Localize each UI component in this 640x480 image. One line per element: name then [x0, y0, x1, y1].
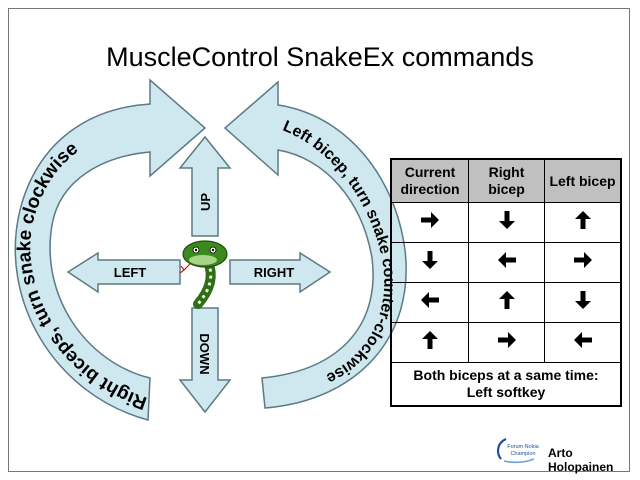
table-row	[390, 202, 622, 243]
logo-text-1: Forum Nokia	[507, 444, 539, 450]
counter-clockwise-arrow	[223, 80, 407, 409]
command-table: Current direction Right bicep Left bicep…	[390, 158, 622, 407]
snake-icon	[179, 240, 228, 309]
footer-line-2: Left softkey	[466, 384, 546, 400]
arrow-down-icon	[498, 211, 515, 229]
table-cell-left-bicep	[544, 322, 622, 363]
arrow-up-icon	[422, 331, 438, 349]
table-row	[390, 242, 622, 283]
table-cell-right-bicep	[468, 202, 545, 243]
down-arrow	[178, 307, 232, 414]
table-body	[390, 202, 622, 363]
clockwise-arrow	[14, 78, 207, 421]
right-arrow	[229, 251, 332, 294]
table-footer: Both biceps at a same time: Left softkey	[390, 362, 622, 407]
arrow-left-icon	[573, 332, 592, 348]
down-arrow-label: DOWN	[197, 333, 212, 374]
table-cell-left-bicep	[544, 282, 622, 323]
arrow-up-icon	[574, 211, 591, 229]
table-cell-left-bicep	[544, 242, 622, 283]
arrow-right-icon	[573, 252, 592, 268]
arrow-left-icon	[421, 292, 439, 308]
table-cell-right-bicep	[468, 242, 545, 283]
forum-nokia-champion-logo: Forum Nokia Champion	[496, 437, 540, 464]
left-arrow-label: LEFT	[114, 265, 147, 280]
table-cell-current	[390, 242, 469, 283]
table-cell-right-bicep	[468, 282, 545, 323]
right-arrow-label: RIGHT	[254, 265, 295, 280]
up-arrow	[178, 135, 232, 237]
arrow-up-icon	[498, 291, 515, 309]
arrow-right-icon	[421, 212, 439, 228]
table-cell-current	[390, 322, 469, 363]
table-cell-left-bicep	[544, 202, 622, 243]
arrow-right-icon	[497, 332, 516, 348]
arrow-left-icon	[497, 252, 516, 268]
arrow-down-icon	[574, 291, 591, 309]
table-cell-current	[390, 202, 469, 243]
header-current-direction: Current direction	[390, 158, 469, 203]
slide-title: MuscleControl SnakeEx commands	[106, 42, 534, 72]
author-name: Arto Holopainen	[548, 446, 614, 474]
footer-line-1: Both biceps at a same time:	[413, 367, 599, 383]
arrow-down-icon	[422, 251, 438, 269]
table-footer-row: Both biceps at a same time: Left softkey	[390, 362, 622, 407]
header-right-bicep: Right bicep	[468, 158, 545, 203]
table-cell-right-bicep	[468, 322, 545, 363]
up-arrow-label: UP	[198, 193, 213, 211]
slide-frame	[8, 8, 630, 472]
table-row	[390, 282, 622, 323]
table-row	[390, 322, 622, 363]
table-header-row: Current direction Right bicep Left bicep	[390, 158, 622, 203]
left-arrow	[66, 251, 181, 294]
table-cell-current	[390, 282, 469, 323]
header-left-bicep: Left bicep	[544, 158, 622, 203]
logo-text-2: Champion	[510, 451, 535, 457]
